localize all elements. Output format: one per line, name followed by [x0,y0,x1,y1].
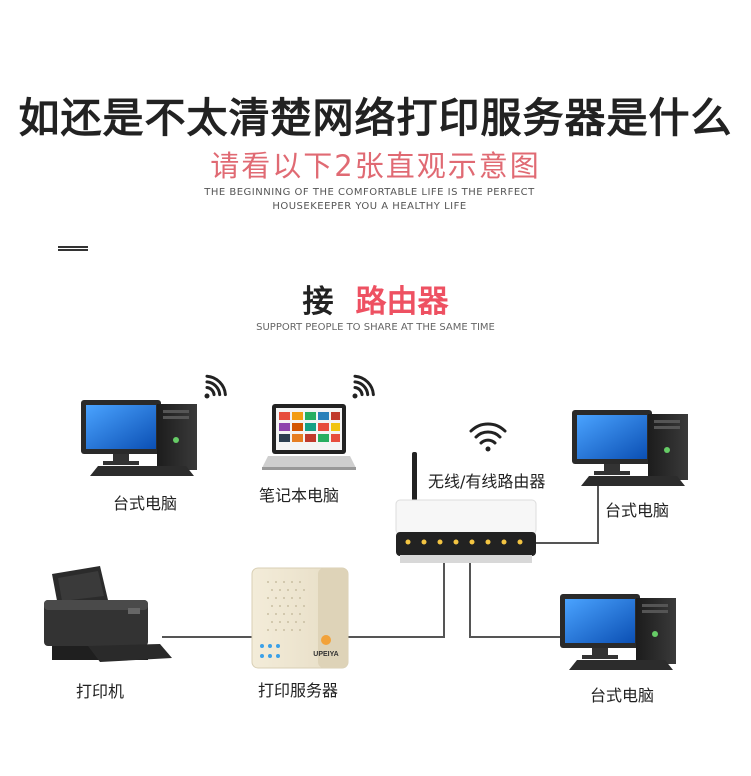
label-desktop-right-bottom: 台式电脑 [590,686,655,705]
label-desktop-right-top: 台式电脑 [605,501,670,520]
print-server-icon: UPEIYA [251,567,349,669]
label-laptop: 笔记本电脑 [259,486,340,505]
cable-router-to-print-server [348,555,445,638]
section-heading-part2: 路由器 [355,284,449,320]
label-desktop-left: 台式电脑 [113,494,178,513]
section-heading-part1: 接 [302,284,334,320]
label-router: 无线/有线路由器 [428,472,546,491]
section-english: SUPPORT PEOPLE TO SHARE AT THE SAME TIME [256,322,495,333]
router-icon [395,452,537,563]
label-printer: 打印机 [76,682,125,701]
desktop-right-bottom-icon [560,594,676,670]
desktop-left-icon [81,400,197,476]
network-cables [162,480,599,638]
router-wifi-icon [469,422,507,452]
cable-router-to-desktop-top [530,480,599,544]
print-server-logo-icon [321,635,331,645]
equals-divider [58,246,88,251]
english-tagline-2: HOUSEKEEPER YOU A HEALTHY LIFE [272,201,467,212]
wifi-icon-2 [352,374,375,399]
printer-icon [44,566,172,662]
laptop-icon [262,404,356,470]
section-heading: 接路由器 [0,276,751,321]
english-tagline-1: THE BEGINNING OF THE COMFORTABLE LIFE IS… [204,187,535,198]
page-title: 如还是不太清楚网络打印服务器是什么 [18,94,733,142]
label-print-server: 打印服务器 [258,681,339,700]
wifi-icon-1 [204,374,227,399]
print-server-brand-text: UPEIYA [313,651,338,658]
cable-router-to-desktop-bottom [469,555,560,638]
desktop-right-top-icon [572,410,688,486]
page-subtitle: 请看以下2张直观示意图 [210,149,541,183]
